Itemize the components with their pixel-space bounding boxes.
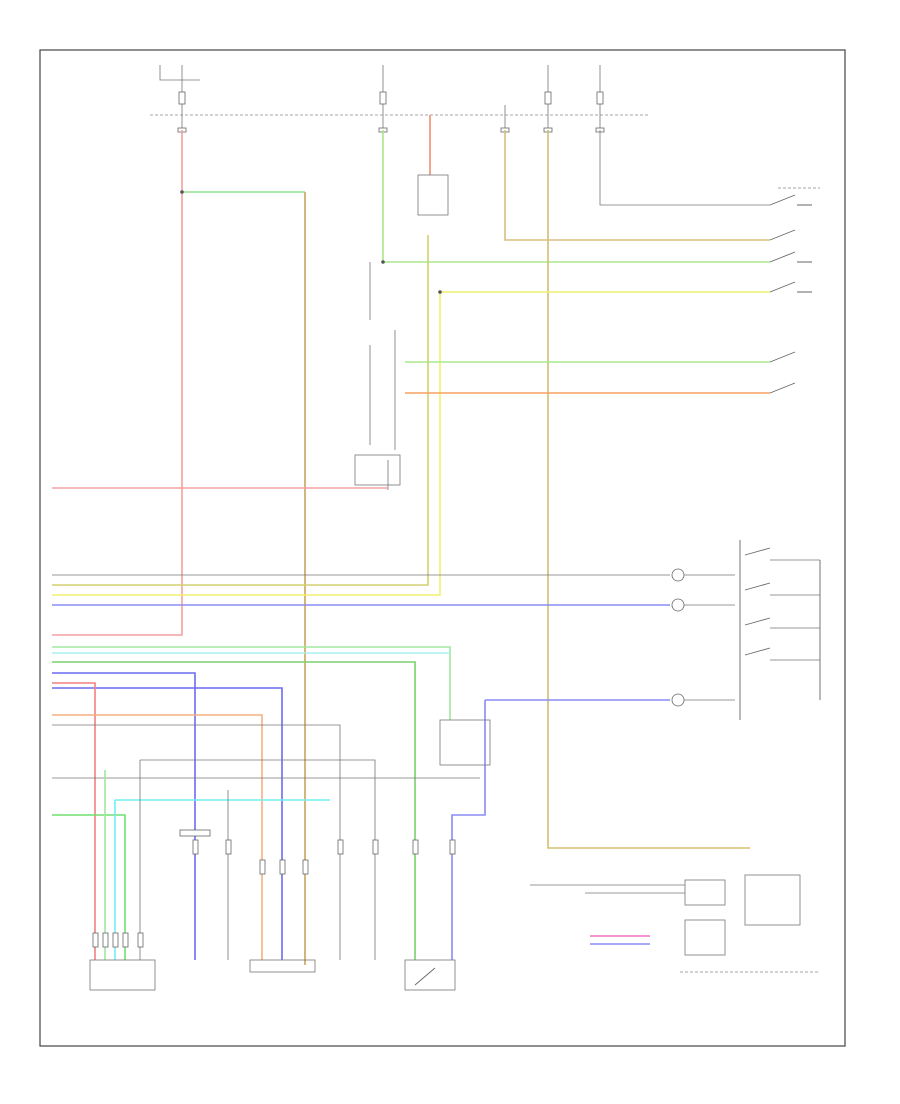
pin [137, 932, 144, 948]
wire-blue-h3 [52, 687, 283, 960]
connector-block [179, 829, 211, 837]
wire-orange-h2 [52, 714, 263, 960]
indicator-lamp [671, 598, 685, 612]
switch [769, 351, 796, 363]
pin [449, 839, 456, 855]
bottom-components [89, 719, 491, 991]
wire-tan-long [547, 130, 750, 849]
lamp-leads [684, 574, 735, 701]
wire-purple-1 [451, 699, 670, 960]
wire-green-h2 [52, 646, 451, 720]
wire-blue-h2 [52, 672, 196, 960]
switch [769, 229, 796, 241]
splice [438, 290, 442, 294]
pin [192, 839, 199, 855]
pin [302, 859, 309, 875]
relay-box-upper [417, 174, 449, 216]
connector-pins [92, 839, 456, 948]
wire-grey-top [599, 130, 770, 206]
fuse-bracket-1 [159, 65, 200, 81]
fuse-1 [178, 91, 186, 105]
splice [180, 190, 184, 194]
transmission-box [249, 959, 316, 973]
meter-leads [530, 884, 685, 894]
pin [122, 932, 129, 948]
fuse-group [159, 65, 604, 130]
wire-olive-1 [52, 235, 429, 586]
pin [337, 839, 344, 855]
wire-green-h4 [52, 814, 126, 960]
neutral-switch-contact [414, 967, 436, 986]
splice [381, 260, 385, 264]
switch [769, 194, 812, 206]
left-turn-signal-box [89, 959, 156, 991]
pin [259, 859, 266, 875]
diagram-frame [39, 49, 846, 1047]
wire-red-h2 [52, 682, 96, 960]
fuse-4 [596, 91, 604, 105]
pin [279, 859, 286, 875]
switch-contacts [744, 547, 771, 656]
pin [102, 932, 109, 948]
pin [112, 932, 119, 948]
indicator-lamp [671, 568, 685, 582]
switch-leads [770, 559, 820, 661]
switch [769, 251, 812, 263]
meter-sub-box [684, 879, 726, 906]
wire-red-main [52, 130, 183, 636]
interconnect-box [439, 719, 491, 766]
switch [769, 382, 796, 394]
indicator-lamp [671, 693, 685, 707]
cruise-control-switch [671, 540, 821, 720]
meter-box [744, 874, 801, 926]
wire-grey-h2 [52, 724, 341, 960]
wire-grey-h4 [140, 759, 376, 960]
meter-sub-box [684, 919, 726, 956]
splice-dots [180, 190, 442, 294]
pin [225, 839, 232, 855]
wire-lightgreen-1 [382, 130, 770, 263]
switch-group-upper [769, 187, 820, 394]
combination-meter [530, 874, 820, 973]
pin [372, 839, 379, 855]
neutral-switch-box [404, 959, 456, 991]
wire-green-h3 [52, 661, 416, 960]
wire-yellow-2 [52, 292, 441, 596]
relay-box-mid [354, 454, 401, 486]
bus-connectors [177, 127, 605, 133]
pin [92, 932, 99, 948]
wire-tan-1 [504, 130, 770, 241]
fuse-2 [379, 91, 387, 105]
pin [412, 839, 419, 855]
switch [769, 281, 812, 293]
fuse-3 [544, 91, 552, 105]
